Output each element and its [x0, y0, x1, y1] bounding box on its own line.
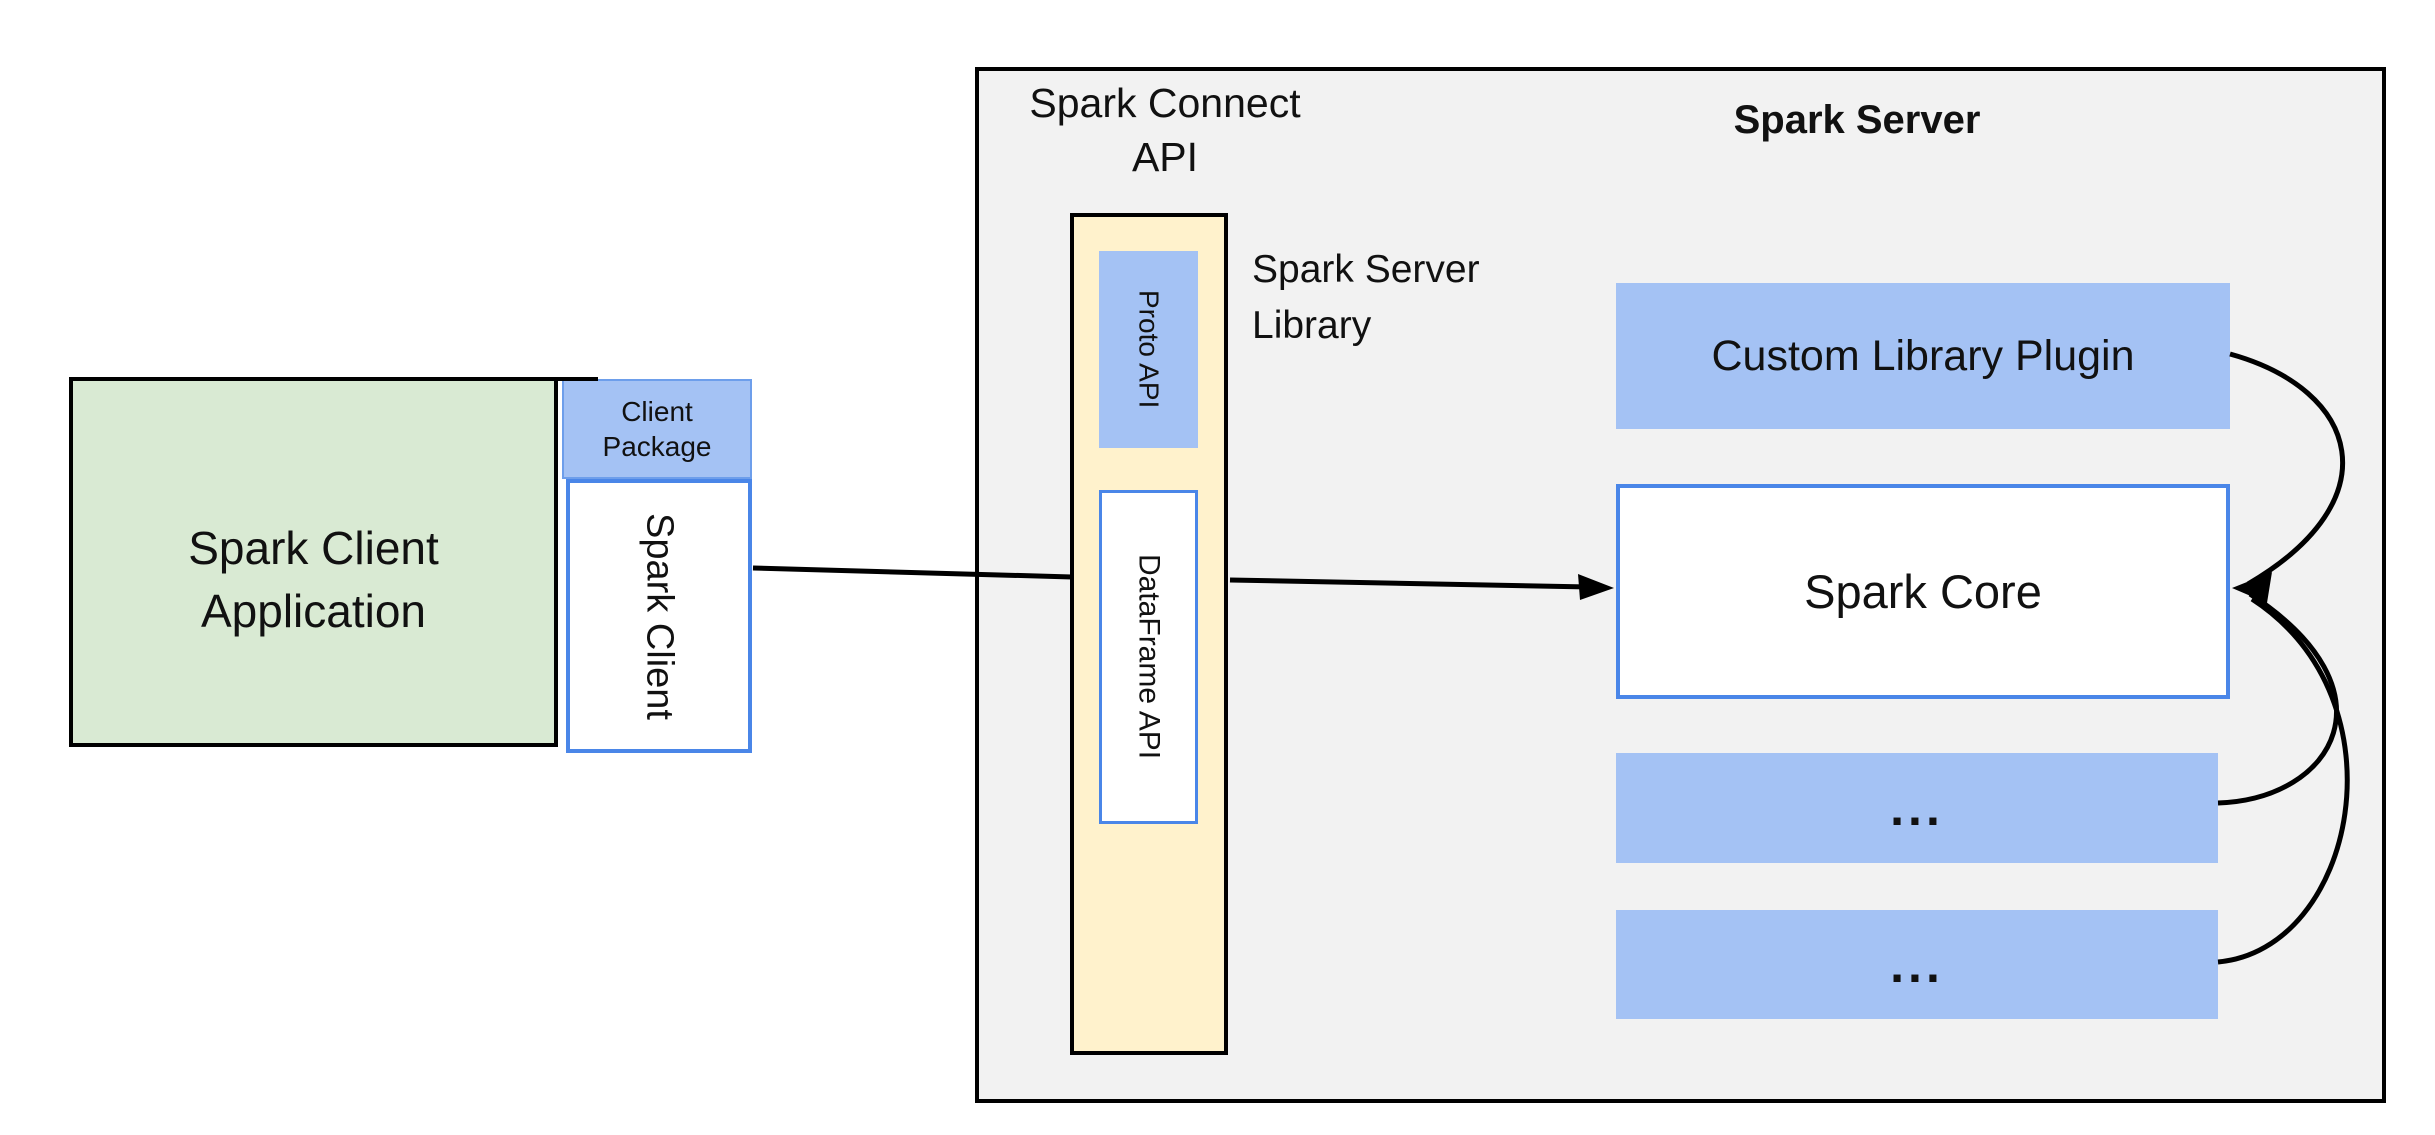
spark-client-application-label-line2: Application: [200, 585, 427, 637]
plugin-placeholder-2-label: ...: [1890, 936, 1944, 993]
plugin-placeholder-box-1: ...: [1616, 753, 2218, 863]
client-package-label-line2: Package: [602, 431, 712, 462]
spark-client-application-label-line1: Spark Client: [188, 522, 439, 574]
proto-api-label: Proto API: [1133, 290, 1165, 409]
spark-server-title: Spark Server: [1733, 98, 1981, 142]
spark-connect-api-label-line1: Spark Connect: [1029, 80, 1301, 126]
spark-client-application-label: Spark Client Application: [73, 517, 554, 643]
plugin-placeholder-box-2: ...: [1616, 910, 2218, 1019]
spark-core-box: Spark Core: [1616, 484, 2230, 699]
proto-api-box: Proto API: [1099, 251, 1198, 448]
dataframe-api-label: DataFrame API: [1132, 554, 1166, 760]
plugin-placeholder-1-label: ...: [1890, 780, 1944, 836]
spark-client-label: Spark Client: [638, 512, 681, 720]
dataframe-api-box: DataFrame API: [1099, 490, 1198, 824]
green-box-top-border-overhang: [552, 377, 598, 381]
spark-server-library-label-line2: Library: [1252, 304, 1372, 347]
spark-client-application-box: Spark Client Application: [69, 377, 558, 747]
custom-library-plugin-label: Custom Library Plugin: [1711, 331, 2135, 380]
spark-connect-api-label-line2: API: [1131, 134, 1199, 180]
spark-client-box: Spark Client: [566, 479, 752, 753]
custom-library-plugin-box: Custom Library Plugin: [1616, 283, 2230, 429]
client-package-box: Client Package: [562, 379, 752, 479]
spark-server-library-label: Spark Server Library: [1252, 242, 1672, 354]
client-package-label-line1: Client: [621, 396, 693, 427]
spark-core-label: Spark Core: [1804, 565, 2042, 618]
spark-server-library-label-line1: Spark Server: [1252, 248, 1480, 291]
spark-connect-api-label: Spark Connect API: [985, 76, 1345, 184]
